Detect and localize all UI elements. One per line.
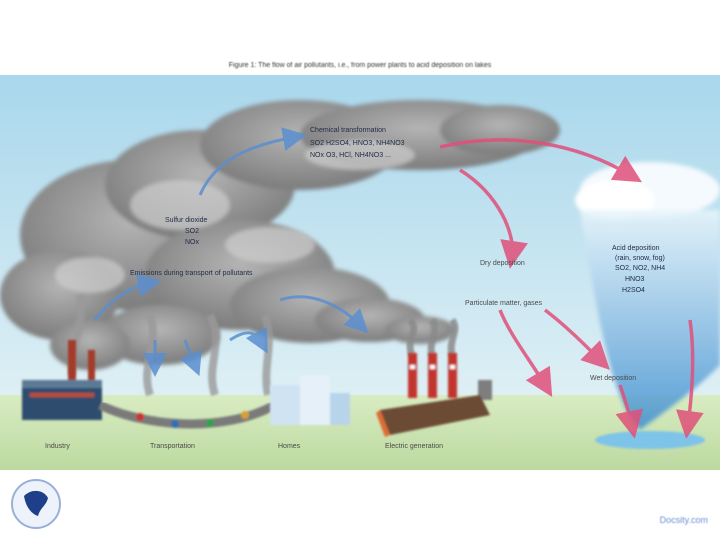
- label-power-plant: Electric generation: [385, 443, 443, 450]
- label-dry-deposition: Dry deposition: [480, 260, 525, 267]
- label-residential: Homes: [278, 443, 301, 450]
- label-emission-nox: NOx: [185, 239, 200, 246]
- label-transport: Transportation: [150, 443, 195, 450]
- cloud-text-5: H2SO4: [622, 287, 645, 294]
- label-emission-so2: SO2: [185, 228, 199, 235]
- cloud-text-3: SO2, NO2, NH4: [615, 265, 665, 272]
- label-reaction-1: SO2 H2SO4, HNO3, NH4NO3: [310, 140, 405, 147]
- cloud-text-1: Acid deposition: [612, 245, 660, 252]
- label-particulate: Particulate matter, gases: [465, 300, 543, 307]
- label-factory: Industry: [45, 443, 70, 450]
- lake: [595, 431, 705, 449]
- acid-rain-diagram: Chemical transformation SO2 H2SO4, HNO3,…: [0, 75, 720, 470]
- label-emissions: Sulfur dioxide: [165, 217, 208, 224]
- university-logo-icon: [10, 478, 62, 530]
- label-reaction-2: NOx O3, HCl, NH4NO3 ...: [310, 152, 391, 159]
- cloud-text-4: HNO3: [625, 276, 645, 283]
- docsity-link[interactable]: Docsity.com: [660, 515, 708, 525]
- cloud-text-2: (rain, snow, fog): [615, 255, 665, 262]
- figure-caption: Figure 1: The flow of air pollutants, i.…: [0, 62, 720, 69]
- label-wet-deposition: Wet deposition: [590, 375, 636, 382]
- label-chemical-transformation: Chemical transformation: [310, 127, 386, 134]
- label-long-range: Emissions during transport of pollutants: [130, 270, 253, 277]
